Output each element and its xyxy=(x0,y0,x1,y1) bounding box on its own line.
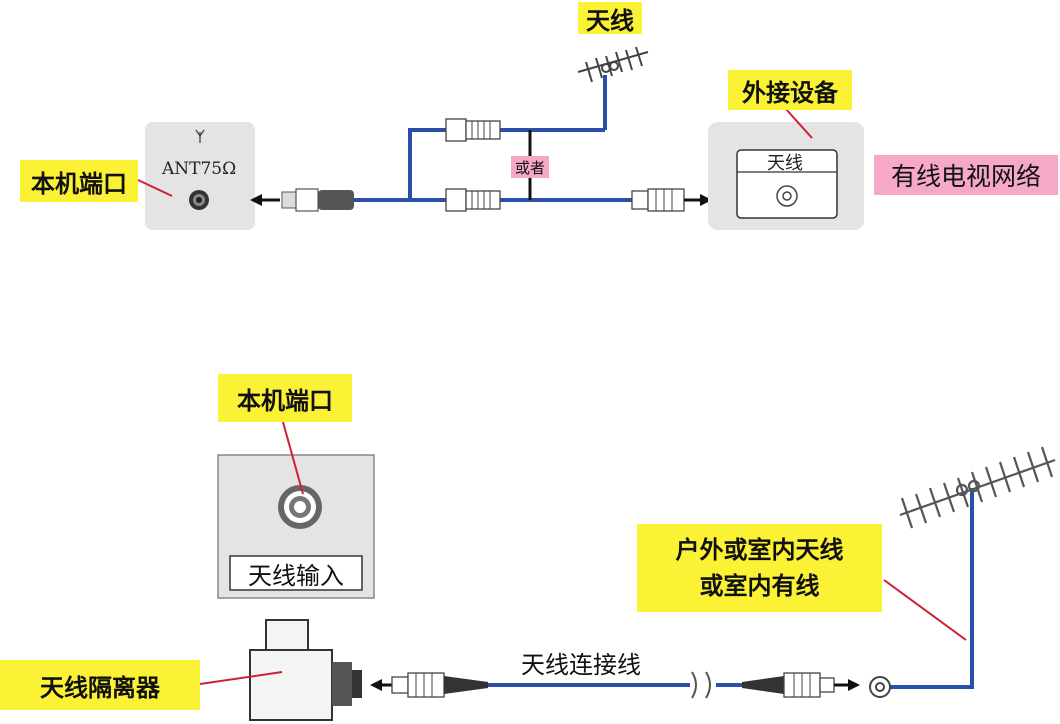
leader-isolator xyxy=(199,671,283,685)
leader-bottom-port xyxy=(282,421,304,495)
bottom-port-label: 本机端口 xyxy=(218,374,352,422)
top-antenna-label: 天线 xyxy=(578,2,642,35)
top-connector-right xyxy=(631,188,685,212)
bottom-arrow-to-isolator xyxy=(370,679,392,691)
antenna-input-label-box xyxy=(229,555,363,591)
top-connector-upper xyxy=(445,118,501,142)
external-device-label: 外接设备 xyxy=(728,70,852,110)
bottom-connector-right xyxy=(742,672,835,698)
antenna-isolator-icon xyxy=(249,619,362,721)
leader-top-port xyxy=(137,179,173,197)
antenna-cable-label: 天线连接线 xyxy=(521,650,641,679)
leader-external-device xyxy=(784,107,813,139)
top-panel-text: ANT75Ω xyxy=(162,159,237,179)
bottom-connector-left xyxy=(391,672,488,698)
top-connector-lower xyxy=(445,188,501,212)
cable-tv-network-label: 有线电视网络 xyxy=(874,155,1058,195)
antenna-isolator-label: 天线隔离器 xyxy=(0,660,200,710)
top-port-label: 本机端口 xyxy=(20,160,138,202)
outdoor-antenna-label: 户外或室内天线 或室内有线 xyxy=(637,524,882,612)
antenna-input-label: 天线输入 xyxy=(248,561,344,590)
bottom-arrow-to-socket xyxy=(834,679,860,691)
top-plug-connector xyxy=(281,188,354,212)
or-label: 或者 xyxy=(514,158,545,177)
wall-socket-icon xyxy=(869,676,891,698)
outdoor-antenna-label-line1: 户外或室内天线 xyxy=(675,535,844,564)
top-port-socket xyxy=(189,190,209,210)
outdoor-antenna-label-line2: 或室内有线 xyxy=(699,571,820,600)
or-label-bg xyxy=(511,156,549,178)
external-device-socket xyxy=(776,185,798,207)
small-antenna-icon xyxy=(195,129,205,143)
top-yagi-antenna-icon xyxy=(577,46,649,83)
top-cable xyxy=(354,75,632,202)
external-device-inner-label: 天线 xyxy=(767,153,803,174)
top-arrow-to-device xyxy=(684,194,712,206)
bottom-cable xyxy=(488,488,974,689)
top-arrow-to-port xyxy=(250,194,280,206)
leader-outdoor-antenna xyxy=(883,579,967,641)
bottom-port-socket xyxy=(278,485,322,529)
cable-break-icon xyxy=(691,671,711,699)
outdoor-antenna-icon xyxy=(899,446,1056,529)
external-device-inner xyxy=(736,149,838,219)
top-port-panel xyxy=(145,122,255,230)
